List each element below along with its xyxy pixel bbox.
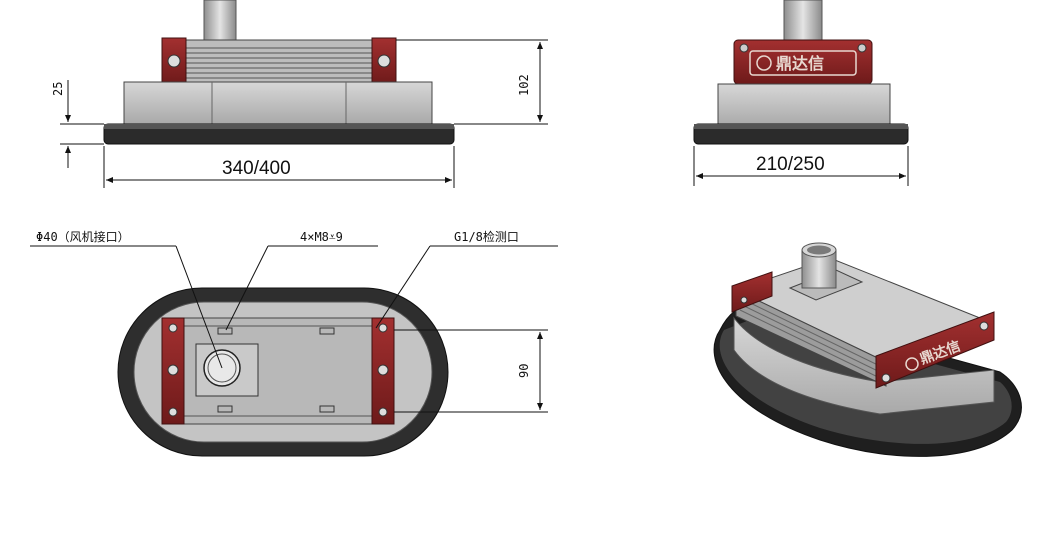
top-screws bbox=[167, 323, 389, 417]
fan-port-label: Φ40（风机接口） bbox=[36, 229, 130, 244]
front-height-label: 102 bbox=[517, 74, 531, 96]
side-width-label: 210/250 bbox=[756, 154, 825, 175]
front-body bbox=[123, 81, 433, 125]
front-width-dimension bbox=[103, 146, 455, 188]
side-left-screw-icon bbox=[739, 43, 749, 53]
front-height-dimension bbox=[396, 39, 548, 125]
iso-body bbox=[733, 316, 995, 415]
front-base-label: 25 bbox=[51, 82, 65, 96]
side-right-screw-icon bbox=[857, 43, 867, 53]
front-pipe bbox=[203, 0, 237, 43]
mount-hole-top-left bbox=[217, 327, 233, 335]
side-pipe bbox=[783, 0, 823, 43]
mount-hole-bottom-right bbox=[319, 405, 335, 413]
iso-front-red-plate bbox=[875, 311, 995, 389]
mount-hole-top-right bbox=[319, 327, 335, 335]
iso-view: 鼎达信 bbox=[713, 242, 1022, 457]
front-top-block bbox=[163, 39, 397, 84]
mount-hole-bottom-left bbox=[217, 405, 233, 413]
side-brand-text: 鼎达信 bbox=[776, 54, 824, 73]
front-right-screw-icon bbox=[377, 54, 391, 68]
detect-port-label: G1/8检测口 bbox=[454, 229, 519, 244]
top-leaders bbox=[30, 245, 558, 413]
front-view: 340/400 102 25 bbox=[51, 0, 548, 188]
top-height-label: 90 bbox=[517, 364, 531, 378]
front-left-screw-icon bbox=[167, 54, 181, 68]
front-fins bbox=[186, 47, 374, 79]
front-width-label: 340/400 bbox=[222, 158, 291, 179]
iso-logo-icon bbox=[905, 357, 919, 371]
mount-label: 4×M8⩡9 bbox=[300, 230, 343, 244]
side-brand-frame bbox=[749, 50, 857, 76]
top-view: Φ40（风机接口） 4×M8⩡9 G1/8检测口 90 bbox=[30, 229, 558, 457]
front-base-dimension bbox=[60, 80, 104, 168]
side-logo-icon bbox=[756, 55, 772, 71]
side-width-dimension bbox=[693, 146, 909, 186]
side-view: 鼎达信 210/250 bbox=[693, 0, 909, 186]
side-body bbox=[717, 83, 891, 127]
